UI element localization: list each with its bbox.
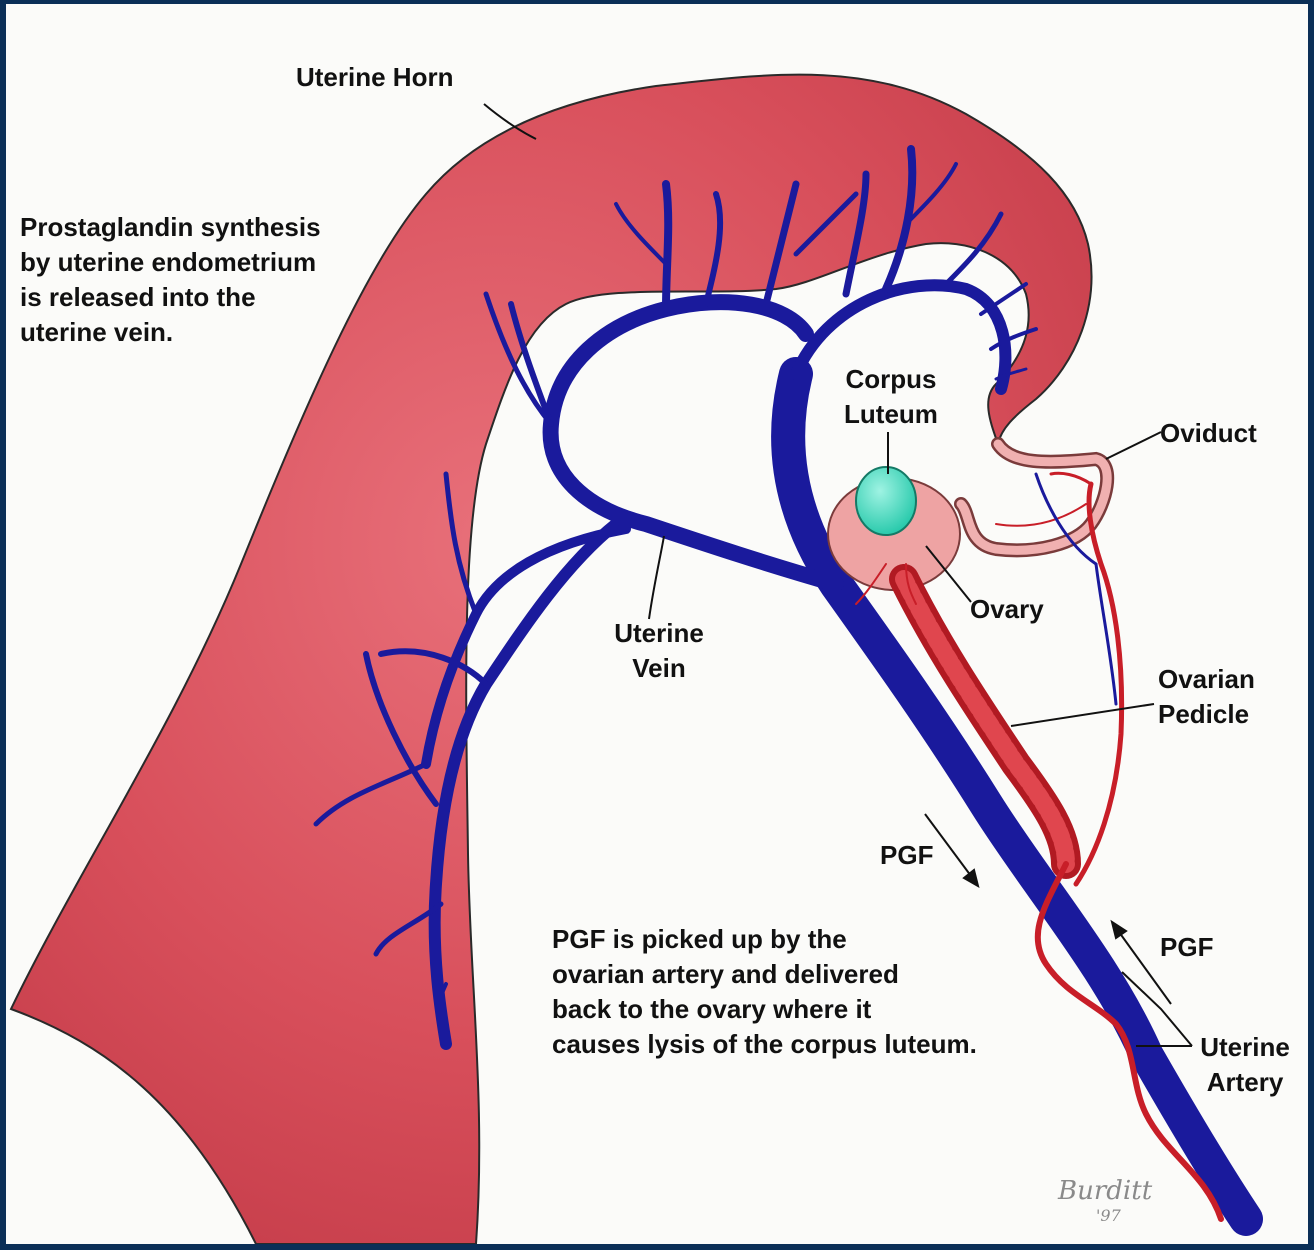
uterine-vein-line: Vein [600, 651, 718, 686]
leader-uterine-vein [649, 536, 664, 619]
label-corpus-luteum: Corpus Luteum [832, 362, 950, 432]
label-ovary: Ovary [970, 592, 1044, 627]
label-ovarian-pedicle: Ovarian Pedicle [1158, 662, 1255, 732]
label-pgf-left: PGF [880, 838, 933, 873]
leader-oviduct [1106, 432, 1161, 459]
ovarian-pedicle-line: Ovarian [1158, 662, 1255, 697]
label-prostaglandin-note: Prostaglandin synthesis by uterine endom… [20, 210, 321, 350]
pgf-note-line: causes lysis of the corpus luteum. [552, 1027, 977, 1062]
label-uterine-horn: Uterine Horn [296, 60, 453, 95]
label-uterine-vein: Uterine Vein [600, 616, 718, 686]
label-oviduct: Oviduct [1160, 416, 1257, 451]
corpus-luteum-line: Corpus [832, 362, 950, 397]
pgf-arrowhead-up [1112, 922, 1126, 938]
prostaglandin-line: uterine vein. [20, 315, 321, 350]
diagram-canvas: Uterine Horn Prostaglandin synthesis by … [6, 4, 1308, 1244]
artist-signature: Burditt [1058, 1176, 1152, 1206]
pgf-note-line: PGF is picked up by the [552, 922, 977, 957]
prostaglandin-line: by uterine endometrium [20, 245, 321, 280]
pgf-note-line: ovarian artery and delivered [552, 957, 977, 992]
artist-signature-year: '97 [1096, 1206, 1121, 1225]
pgf-note-line: back to the ovary where it [552, 992, 977, 1027]
prostaglandin-line: is released into the [20, 280, 321, 315]
corpus-luteum-shape [856, 467, 916, 535]
label-uterine-artery: Uterine Artery [1192, 1030, 1298, 1100]
uterine-artery-line: Artery [1192, 1065, 1298, 1100]
uterine-vein-line: Uterine [600, 616, 718, 651]
uterine-artery-line: Uterine [1192, 1030, 1298, 1065]
label-pgf-note: PGF is picked up by the ovarian artery a… [552, 922, 977, 1062]
ovarian-pedicle-line: Pedicle [1158, 697, 1255, 732]
leader-ovarian-pedicle [1011, 704, 1154, 726]
label-pgf-right: PGF [1160, 930, 1213, 965]
pgf-arrowhead-down [964, 870, 978, 886]
corpus-luteum-line: Luteum [832, 397, 950, 432]
prostaglandin-line: Prostaglandin synthesis [20, 210, 321, 245]
